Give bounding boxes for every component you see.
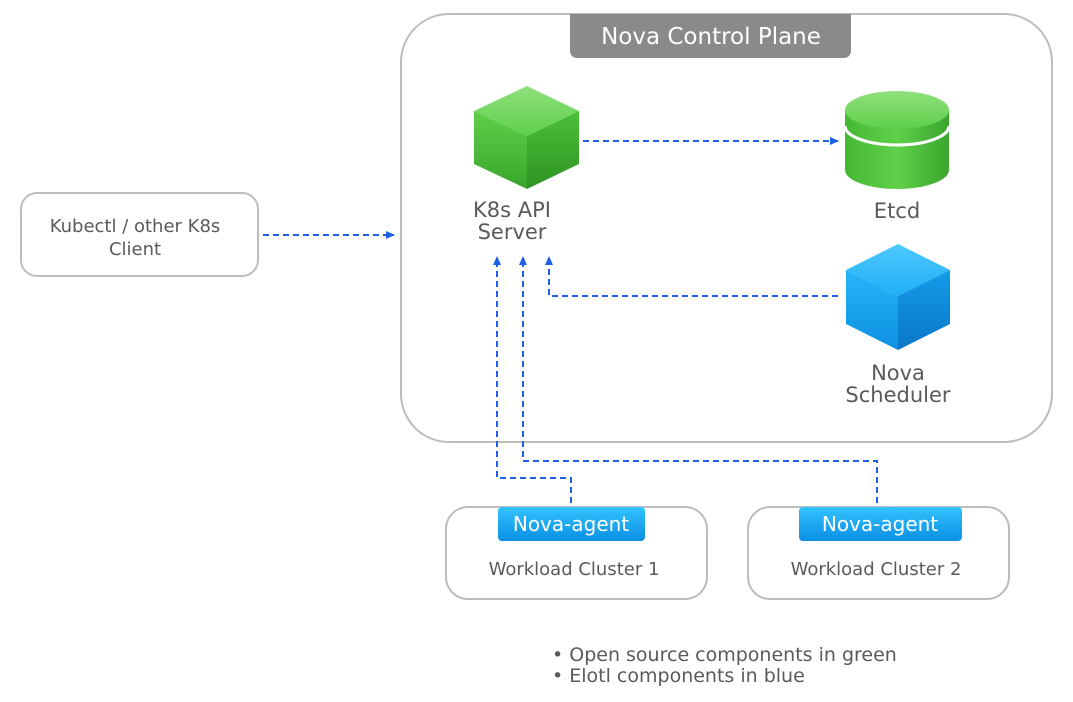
nova-agent-2-badge (799, 507, 962, 541)
control-plane-title-tab (570, 14, 851, 58)
nova-agent-1-label: Nova-agent (513, 512, 629, 536)
client-label-line1: Kubectl / other K8s (50, 216, 221, 237)
nova-scheduler-cube-icon (846, 244, 950, 350)
client-label-line2: Client (109, 239, 161, 260)
etcd-database-icon (843, 91, 951, 189)
legend-item-open-source-text: Open source components in green (569, 644, 897, 666)
cluster2-to-api-arrow (519, 256, 878, 503)
legend: • Open source components in green • Elot… (552, 645, 897, 687)
client-box[interactable] (20, 192, 259, 277)
cluster1-to-api-arrow (493, 256, 572, 503)
nova-agent-2-label: Nova-agent (822, 512, 938, 536)
nova-scheduler-label-line1: Nova (871, 361, 925, 385)
workload-cluster-1-label: Workload Cluster 1 (489, 559, 660, 580)
k8s-api-server-label-line1: K8s API (473, 198, 551, 222)
nova-scheduler-label-line2: Scheduler (845, 383, 950, 407)
legend-item-elotl-text: Elotl components in blue (569, 665, 805, 687)
legend-item-elotl: • Elotl components in blue (552, 665, 805, 687)
scheduler-to-api-arrow (545, 256, 838, 297)
k8s-api-server-label-line2: Server (478, 220, 547, 244)
etcd-label: Etcd (874, 199, 920, 223)
control-plane-title: Nova Control Plane (601, 24, 821, 50)
nova-agent-1-badge (498, 507, 645, 541)
workload-cluster-2-label: Workload Cluster 2 (791, 559, 962, 580)
legend-item-open-source: • Open source components in green (552, 644, 897, 666)
k8s-api-server-cube-icon (474, 86, 579, 189)
